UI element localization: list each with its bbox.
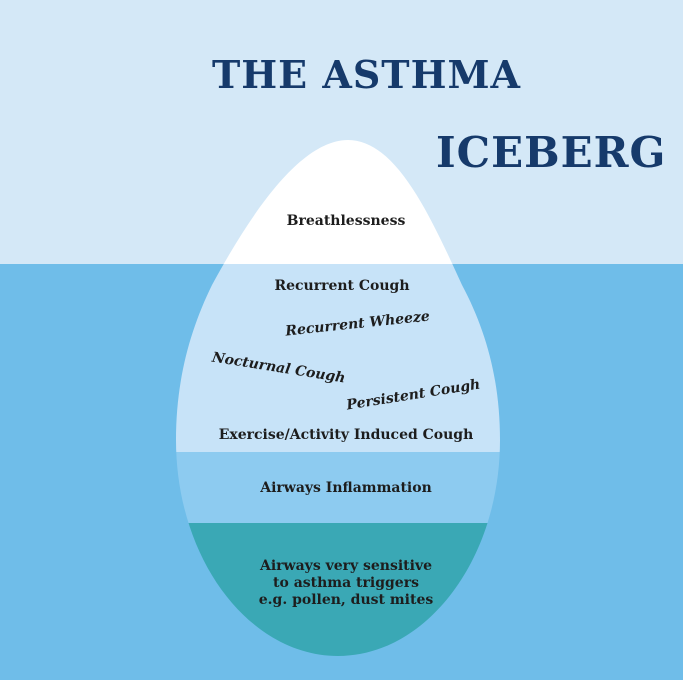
title-line-1: THE ASTHMA: [212, 52, 522, 97]
label-base-line-1: Airways very sensitive: [259, 558, 432, 574]
iceberg-inflammation-layer: [176, 452, 500, 523]
label-base-line-2: to asthma triggers: [273, 575, 419, 591]
iceberg-symptoms-layer: [176, 264, 500, 452]
label-base-line-3: e.g. pollen, dust mites: [259, 592, 434, 608]
title-line-2: ICEBERG: [436, 128, 667, 177]
label-airways-inflammation: Airways Inflammation: [259, 480, 432, 496]
label-breathlessness: Breathlessness: [287, 213, 406, 229]
label-recurrent-cough: Recurrent Cough: [274, 278, 409, 294]
label-exercise-induced-cough: Exercise/Activity Induced Cough: [219, 427, 474, 443]
